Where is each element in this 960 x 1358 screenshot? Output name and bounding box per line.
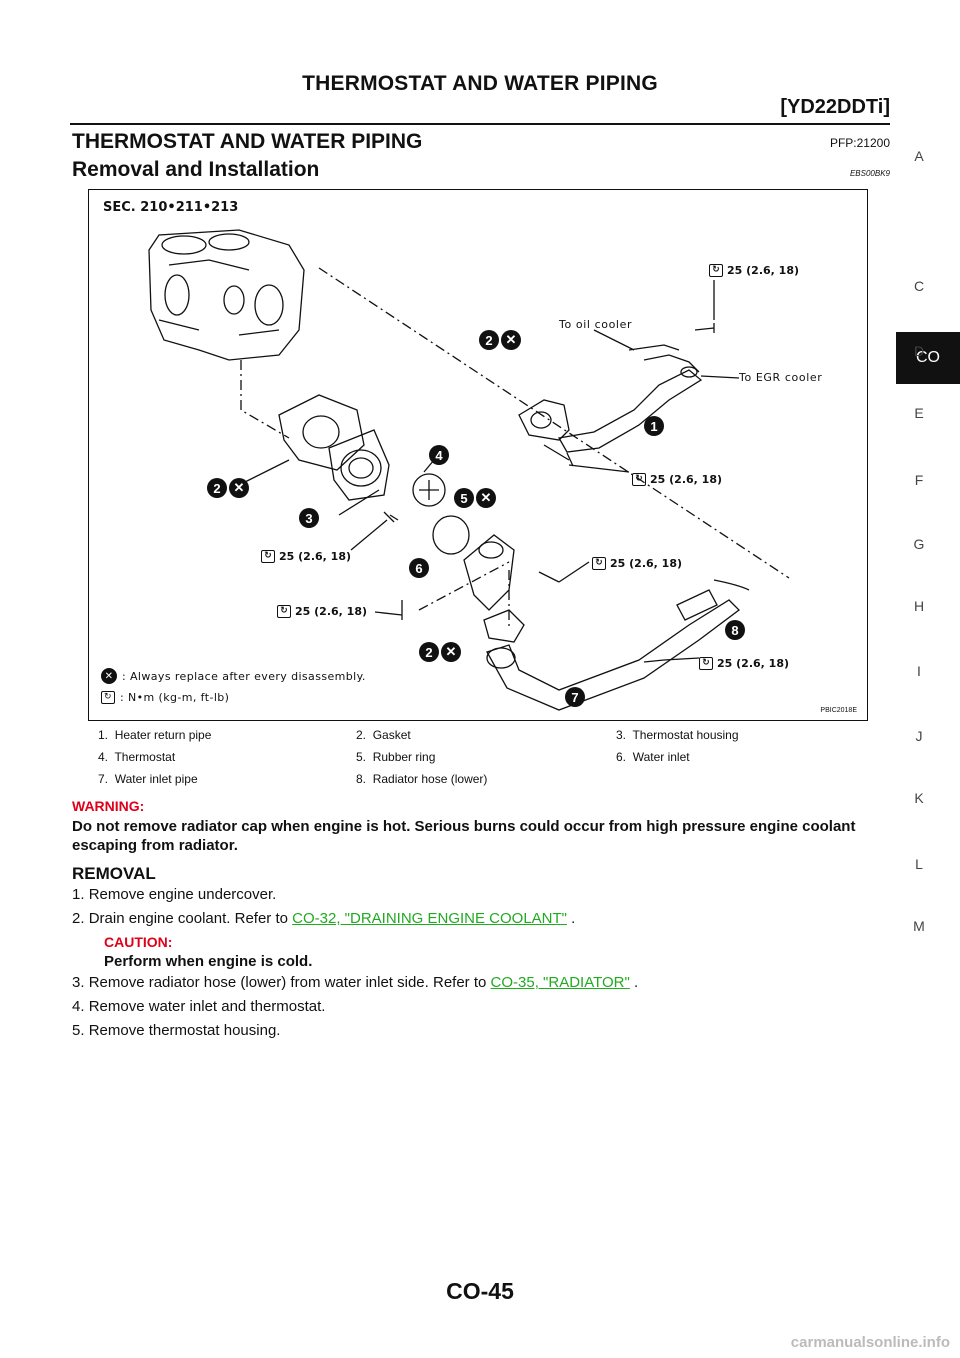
callout-7: 7 xyxy=(565,687,585,707)
replace-mark-icon: ✕ xyxy=(441,642,461,662)
callout-2: 2 xyxy=(207,478,227,498)
header-divider xyxy=(70,123,890,125)
torque-spec: ↻ 25 (2.6, 18) xyxy=(709,264,799,277)
figure-code: PBIC2018E xyxy=(820,707,857,714)
torque-spec: ↻ 25 (2.6, 18) xyxy=(277,605,367,618)
torque-spec: ↻ 25 (2.6, 18) xyxy=(592,557,682,570)
legend-replace: ✕ : Always replace after every disassembl… xyxy=(101,668,366,684)
subsection-title: Removal and Installation xyxy=(72,158,320,181)
figure-section-ref: SEC. 210•211•213 xyxy=(103,200,239,215)
torque-spec: ↻ 25 (2.6, 18) xyxy=(261,550,351,563)
removal-step: 5. Remove thermostat housing. xyxy=(72,1022,281,1039)
label-to-oil-cooler: To oil cooler xyxy=(559,318,633,331)
side-index-j[interactable]: J xyxy=(915,728,923,744)
section-code: PFP:21200 xyxy=(829,136,890,150)
replace-mark-icon: ✕ xyxy=(476,488,496,508)
torque-wrench-icon: ↻ xyxy=(709,264,723,277)
side-index-m[interactable]: M xyxy=(913,918,925,934)
exploded-view-figure: SEC. 210•211•213 To oil cooler To EGR co… xyxy=(88,189,868,721)
removal-step: 3. Remove radiator hose (lower) from wat… xyxy=(72,974,639,991)
callout-5: 5 xyxy=(454,488,474,508)
torque-wrench-icon: ↻ xyxy=(592,557,606,570)
callout-2: 2 xyxy=(479,330,499,350)
torque-value: 25 (2.6, 18) xyxy=(727,264,799,277)
subsection-code: EBS00BK9 xyxy=(849,169,890,178)
footer-watermark: carmanualsonline.info xyxy=(790,1334,950,1351)
part-item: 7. Water inlet pipe xyxy=(98,772,198,786)
removal-heading: REMOVAL xyxy=(72,864,156,883)
legend-torque-text: : N•m (kg-m, ft-lb) xyxy=(120,691,230,704)
warning-text: Do not remove radiator cap when engine i… xyxy=(72,818,856,854)
removal-step: 2. Drain engine coolant. Refer to CO-32,… xyxy=(72,910,576,927)
side-index-i[interactable]: I xyxy=(917,663,921,679)
part-item: 3. Thermostat housing xyxy=(616,728,739,742)
page-header-title: THERMOSTAT AND WATER PIPING xyxy=(302,72,658,95)
torque-wrench-icon: ↻ xyxy=(101,691,115,704)
caution-text: Perform when engine is cold. xyxy=(104,953,313,970)
side-index-a[interactable]: A xyxy=(914,148,924,164)
caution-label: CAUTION: xyxy=(104,934,173,950)
torque-wrench-icon: ↻ xyxy=(699,657,713,670)
replace-mark-icon: ✕ xyxy=(229,478,249,498)
section-title: THERMOSTAT AND WATER PIPING xyxy=(72,130,423,153)
engine-code: [YD22DDTi] xyxy=(780,96,890,118)
legend-replace-text: : Always replace after every disassembly… xyxy=(122,669,366,683)
callout-4: 4 xyxy=(429,445,449,465)
exploded-view-drawing xyxy=(148,229,790,711)
side-index-k[interactable]: K xyxy=(914,790,924,806)
callout-6: 6 xyxy=(409,558,429,578)
torque-value: 25 (2.6, 18) xyxy=(610,557,682,570)
warning-label: WARNING: xyxy=(72,798,145,814)
legend-torque: ↻ : N•m (kg-m, ft-lb) xyxy=(101,691,229,704)
side-index-e[interactable]: E xyxy=(914,405,924,421)
removal-step: 4. Remove water inlet and thermostat. xyxy=(72,998,326,1015)
side-index-g[interactable]: G xyxy=(913,536,925,552)
side-index-d[interactable]: D xyxy=(913,343,925,359)
radiator-link[interactable]: CO-35, "RADIATOR" xyxy=(490,974,630,991)
torque-value: 25 (2.6, 18) xyxy=(717,657,789,670)
part-item: 2. Gasket xyxy=(356,728,411,742)
torque-value: 25 (2.6, 18) xyxy=(279,550,351,563)
side-index-c[interactable]: C xyxy=(913,278,925,294)
side-index-f[interactable]: F xyxy=(914,472,924,488)
callout-3: 3 xyxy=(299,508,319,528)
draining-coolant-link[interactable]: CO-32, "DRAINING ENGINE COOLANT" xyxy=(292,910,567,927)
label-to-egr-cooler: To EGR cooler xyxy=(739,371,823,384)
part-item: 1. Heater return pipe xyxy=(98,728,212,742)
page-number: CO-45 xyxy=(446,1278,514,1304)
side-index-l[interactable]: L xyxy=(915,856,923,872)
replace-mark-icon: ✕ xyxy=(501,330,521,350)
torque-wrench-icon: ↻ xyxy=(632,473,646,486)
removal-step: 1. Remove engine undercover. xyxy=(72,886,277,903)
side-index-active[interactable]: CO xyxy=(896,332,960,384)
torque-wrench-icon: ↻ xyxy=(277,605,291,618)
replace-mark-icon: ✕ xyxy=(101,668,117,684)
torque-spec: ↻ 25 (2.6, 18) xyxy=(632,473,722,486)
part-item: 8. Radiator hose (lower) xyxy=(356,772,488,786)
torque-spec: ↻ 25 (2.6, 18) xyxy=(699,657,789,670)
side-index-h[interactable]: H xyxy=(913,598,925,614)
callout-1: 1 xyxy=(644,416,664,436)
torque-wrench-icon: ↻ xyxy=(261,550,275,563)
part-item: 6. Water inlet xyxy=(616,750,690,764)
part-item: 5. Rubber ring xyxy=(356,750,436,764)
torque-value: 25 (2.6, 18) xyxy=(650,473,722,486)
callout-2: 2 xyxy=(419,642,439,662)
torque-value: 25 (2.6, 18) xyxy=(295,605,367,618)
part-item: 4. Thermostat xyxy=(98,750,176,764)
callout-8: 8 xyxy=(725,620,745,640)
